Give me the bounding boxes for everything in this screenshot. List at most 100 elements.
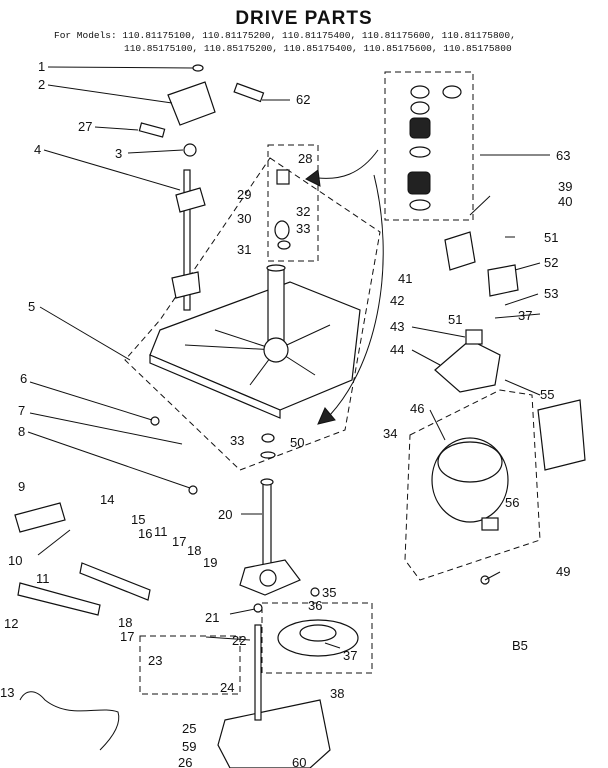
- center-post: [267, 267, 285, 349]
- callout-43: 43: [390, 319, 404, 334]
- callout-15: 15: [131, 512, 145, 527]
- base-plate-side: [149, 354, 281, 419]
- callout-3: 3: [115, 146, 122, 161]
- base-plate: [149, 281, 361, 411]
- base-arrow: [329, 174, 384, 416]
- callout-36: 36: [308, 598, 322, 613]
- drive-shaft: [262, 481, 272, 573]
- drive-shaft-collar: [260, 478, 274, 486]
- clutch-parts-group-outline: [267, 144, 319, 262]
- clutch-part-28: [276, 169, 290, 185]
- callout-39: 39: [558, 179, 572, 194]
- drive-pulley-inner: [299, 624, 337, 642]
- callout-4: 4: [34, 142, 41, 157]
- callout-33-lower: 33: [230, 433, 244, 448]
- callout-37-right: 37: [518, 308, 532, 323]
- callout-1: 1: [38, 59, 45, 74]
- seal-kit-arrow: [317, 149, 379, 179]
- drive-belt: [19, 691, 120, 751]
- base-plate-hub: [263, 337, 289, 363]
- callout-10: 10: [8, 553, 22, 568]
- callout-16: 16: [138, 526, 152, 541]
- clip-8: [188, 485, 198, 495]
- callout-50: 50: [290, 435, 304, 450]
- callout-2: 2: [38, 77, 45, 92]
- pad-27: [138, 122, 166, 138]
- callout-32: 32: [296, 204, 310, 219]
- shaft-bushing: [261, 433, 275, 443]
- callout-21: 21: [205, 610, 219, 625]
- pivot-rod: [183, 169, 191, 311]
- callout-30: 30: [237, 211, 251, 226]
- callout-6: 6: [20, 371, 27, 386]
- callout-60: 60: [292, 755, 306, 768]
- callout-56: 56: [505, 495, 519, 510]
- callout-11-left: 11: [36, 571, 50, 586]
- callout-28: 28: [298, 151, 312, 166]
- bearing-1: [409, 117, 431, 139]
- callout-55: 55: [540, 387, 554, 402]
- callout-37-lower: 37: [343, 648, 357, 663]
- callout-labels: 1 2 3 4 5 6 7 8 9 10 11 11 12 13 14 15 1…: [0, 59, 572, 768]
- callout-18-lower: 18: [118, 615, 132, 630]
- seal-1: [410, 85, 430, 99]
- callout-23: 23: [148, 653, 162, 668]
- bearing-2: [407, 171, 431, 195]
- base-arrowhead: [317, 407, 336, 425]
- pivot-bracket-upper: [175, 187, 206, 213]
- pivot-bracket-lower: [171, 271, 201, 299]
- motor-front: [437, 441, 503, 483]
- clutch-part-33: [277, 240, 291, 250]
- washer-1: [192, 64, 204, 72]
- clutch-part-32: [274, 220, 290, 240]
- pulley-group-outline: [261, 602, 373, 674]
- seal-3: [410, 101, 430, 115]
- page-title: DRIVE PARTS: [235, 8, 373, 29]
- callout-46: 46: [410, 401, 424, 416]
- callout-51-lower: 51: [448, 312, 462, 327]
- seal-4: [409, 146, 431, 158]
- callout-20: 20: [218, 507, 232, 522]
- brake-hub: [259, 569, 277, 587]
- callout-17-lower: 17: [120, 629, 134, 644]
- arm-bracket: [167, 81, 216, 126]
- callout-14: 14: [100, 492, 114, 507]
- motor-mount-44: [434, 339, 501, 393]
- callout-59: 59: [182, 739, 196, 754]
- callout-18-upper: 18: [187, 543, 201, 558]
- lever-16: [79, 562, 151, 601]
- bushing-3: [183, 143, 197, 157]
- switch-52: [487, 264, 519, 297]
- pin-group-outline: [139, 635, 241, 695]
- seal-kit-arrowhead: [305, 169, 321, 187]
- seal-2: [442, 85, 462, 99]
- nut-35: [310, 587, 320, 597]
- callout-7: 7: [18, 403, 25, 418]
- pad-62: [233, 82, 265, 103]
- transmission-shaft: [254, 624, 262, 721]
- callout-17-upper: 17: [172, 534, 186, 549]
- callout-22: 22: [232, 633, 246, 648]
- callout-8: 8: [18, 424, 25, 439]
- callout-29: 29: [237, 187, 251, 202]
- motor-bracket-40: [444, 231, 476, 271]
- models-line-2: 110.85175100, 110.85175200, 110.85175400…: [124, 43, 512, 54]
- motor-switch-56: [481, 517, 499, 531]
- models-line-1: For Models: 110.81175100, 110.81175200, …: [54, 30, 516, 41]
- callout-25: 25: [182, 721, 196, 736]
- callout-42: 42: [390, 293, 404, 308]
- transmission: [217, 699, 331, 768]
- callout-9: 9: [18, 479, 25, 494]
- callout-53: 53: [544, 286, 558, 301]
- lever-12: [17, 582, 101, 616]
- leader-lines: [27, 66, 550, 649]
- page-code: B5: [512, 638, 528, 653]
- base-plate-group-outline: [124, 157, 381, 471]
- callout-27: 27: [78, 119, 92, 134]
- callout-62: 62: [296, 92, 310, 107]
- callout-5: 5: [28, 299, 35, 314]
- screw-6: [150, 416, 160, 426]
- motor-group-outline: [404, 389, 541, 581]
- center-post-top: [266, 264, 286, 272]
